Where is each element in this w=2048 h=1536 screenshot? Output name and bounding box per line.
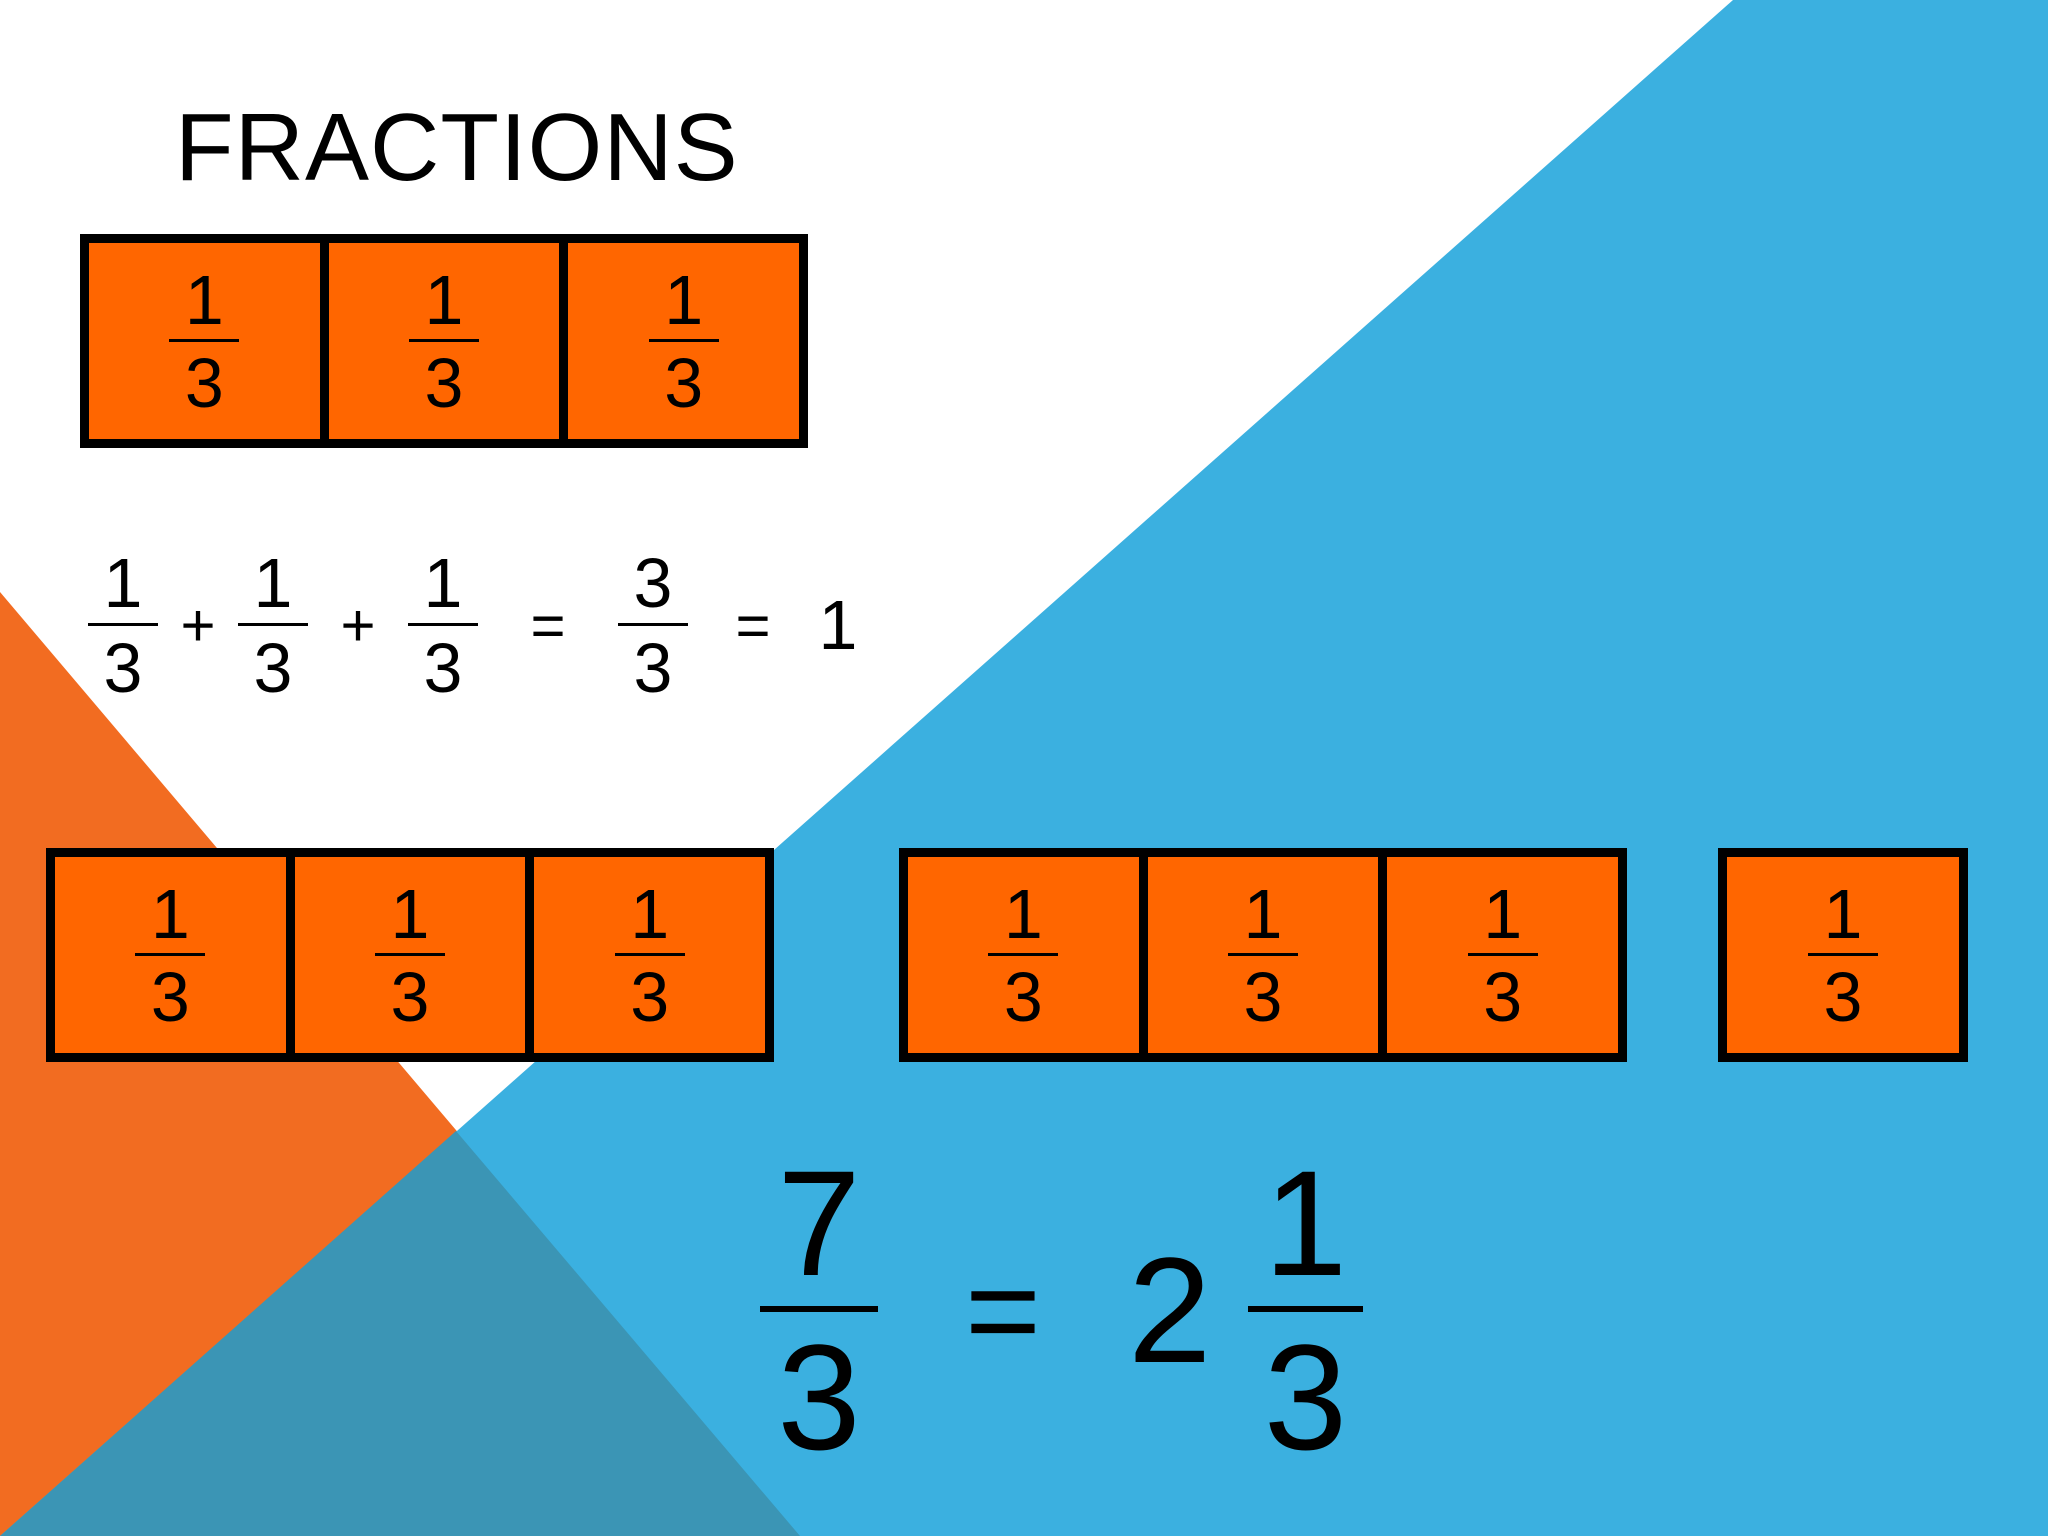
numerator: 1	[664, 260, 704, 339]
fraction-bar	[1467, 952, 1538, 956]
overlap-triangle	[0, 1131, 800, 1536]
denominator: 3	[664, 343, 704, 422]
numerator: 1	[390, 874, 430, 953]
numerator: 1	[1263, 1139, 1348, 1307]
denominator: 3	[1263, 1313, 1348, 1481]
numerator: 1	[424, 260, 464, 339]
numerator: 1	[630, 874, 670, 953]
fraction-bar	[375, 952, 445, 956]
numerator: 1	[1483, 874, 1523, 953]
fraction-bar	[409, 338, 479, 342]
denominator: 3	[390, 957, 430, 1036]
plus-sign: +	[340, 591, 376, 659]
equals-sign: =	[530, 591, 566, 659]
numerator: 1	[103, 543, 143, 622]
fraction-bar	[618, 622, 688, 626]
whole-number: 2	[1128, 1225, 1212, 1394]
denominator: 3	[150, 957, 190, 1036]
fraction-bar	[760, 1306, 878, 1312]
fraction-bar	[135, 952, 206, 956]
fraction-bar	[648, 338, 719, 342]
equation-result: 1	[818, 586, 858, 664]
denominator: 3	[1483, 957, 1523, 1036]
fraction-bar	[238, 622, 308, 626]
denominator: 3	[630, 957, 670, 1036]
fraction-bar	[408, 622, 478, 626]
fraction-bar	[1248, 1306, 1363, 1312]
numerator: 1	[1823, 874, 1863, 953]
numerator: 1	[1243, 874, 1283, 953]
denominator: 3	[424, 343, 464, 422]
plus-sign: +	[180, 591, 216, 659]
numerator: 1	[150, 874, 190, 953]
equals-sign: =	[735, 591, 771, 659]
denominator: 3	[1243, 957, 1283, 1036]
denominator: 3	[253, 628, 293, 707]
fraction-bar	[614, 952, 685, 956]
denominator: 3	[1823, 957, 1863, 1036]
denominator: 3	[777, 1313, 861, 1481]
fraction-bar	[169, 338, 240, 342]
numerator: 7	[777, 1139, 861, 1307]
fraction-bar	[988, 952, 1059, 956]
numerator: 1	[184, 260, 224, 339]
fraction-bar	[1808, 952, 1878, 956]
slide-title: FRACTIONS	[175, 94, 739, 201]
denominator: 3	[423, 628, 463, 707]
numerator: 1	[1003, 874, 1043, 953]
numerator: 1	[253, 543, 293, 622]
fraction-bar	[88, 622, 158, 626]
denominator: 3	[633, 628, 673, 707]
denominator: 3	[103, 628, 143, 707]
denominator: 3	[184, 343, 224, 422]
fraction-bar	[1228, 952, 1298, 956]
denominator: 3	[1003, 957, 1043, 1036]
equals-sign: =	[965, 1237, 1041, 1383]
numerator: 3	[633, 543, 673, 622]
numerator: 1	[423, 543, 463, 622]
